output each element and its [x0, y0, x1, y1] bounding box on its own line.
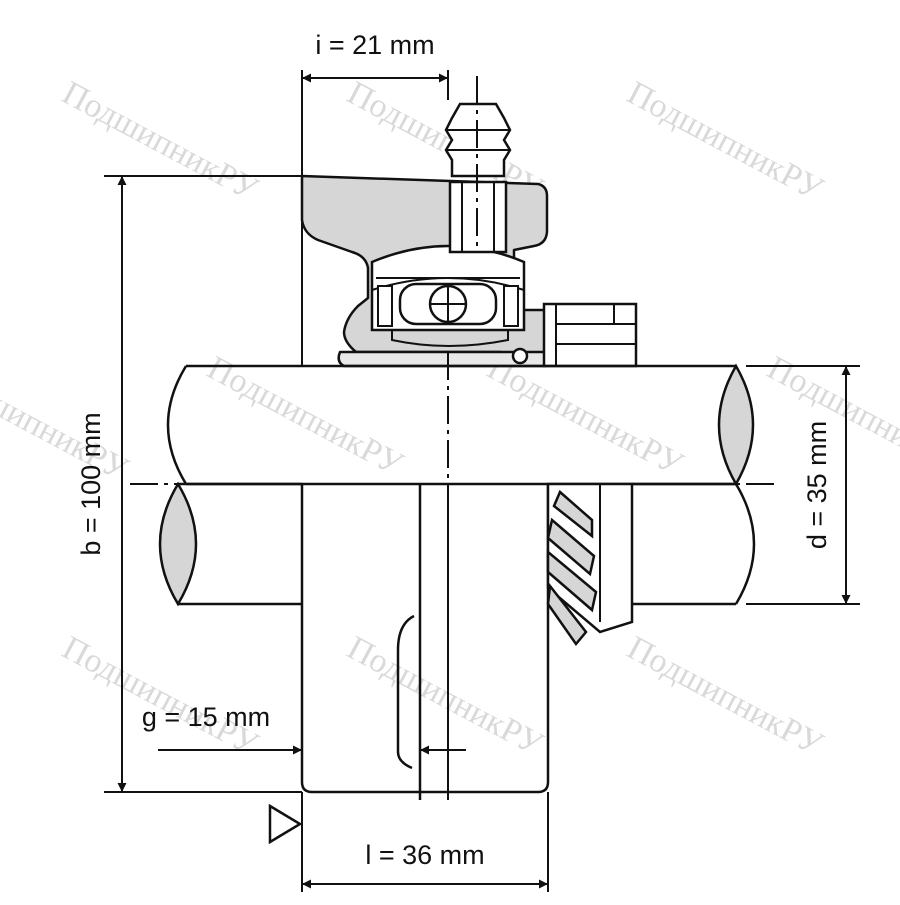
bearing-seal-left	[377, 285, 393, 327]
watermark-layer: ПодшипникРУ ПодшипникРУ ПодшипникРУ Подш…	[0, 74, 900, 763]
sleeve-outline	[300, 484, 550, 794]
watermark-text: ПодшипникРУ	[341, 629, 549, 763]
watermark-text: ПодшипникРУ	[56, 629, 264, 763]
set-screw-outline	[396, 614, 415, 770]
dim-b-label: b = 100 mm	[76, 412, 106, 555]
shaft-left-break	[166, 365, 188, 485]
inner-sleeve	[300, 484, 550, 800]
watermark-text: ПодшипникРУ	[0, 354, 135, 488]
shaft-right-break	[717, 363, 755, 487]
watermark-text: ПодшипникРУ	[481, 349, 689, 483]
center-lines	[130, 76, 775, 485]
dim-i-label: i = 21 mm	[315, 30, 434, 60]
dimension-lines	[117, 73, 851, 889]
locking-collar	[542, 302, 638, 368]
dim-g-label: g = 15 mm	[142, 702, 270, 732]
shaft-left-lower-break	[158, 481, 198, 607]
collar-ring	[542, 302, 638, 368]
watermark-text: ПодшипникРУ	[56, 74, 264, 208]
bearing-insert	[370, 244, 526, 347]
bearing-seal-right	[503, 285, 519, 327]
collar-section	[546, 482, 634, 647]
dim-l-label: l = 36 mm	[365, 840, 484, 870]
dim-d-label: d = 35 mm	[802, 421, 832, 549]
watermark-text: ПодшипникРУ	[201, 349, 409, 483]
watermark-text: ПодшипникРУ	[621, 629, 829, 763]
housing-screw-head	[511, 347, 529, 365]
watermark-text: ПодшипникРУ	[621, 74, 829, 208]
reference-triangle-icon	[268, 803, 303, 845]
